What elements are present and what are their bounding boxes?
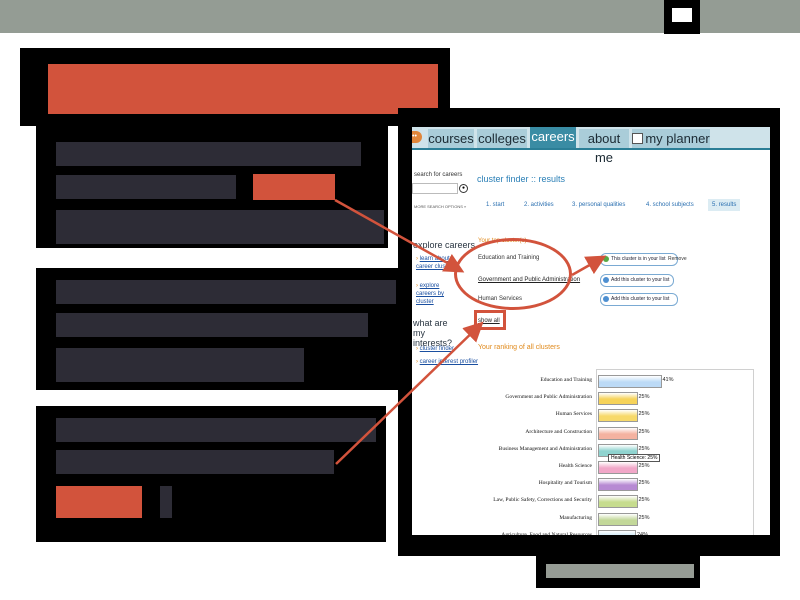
text-line-2 — [56, 175, 236, 199]
check-icon — [603, 256, 609, 262]
step-school-subjects[interactable]: 4. school subjects — [646, 202, 694, 208]
chart-bar[interactable] — [598, 426, 638, 440]
explore-heading: explore careers — [413, 240, 476, 250]
chart-value-label: 25% — [638, 514, 650, 521]
tab-about-me[interactable]: about me — [579, 129, 629, 165]
add-cluster-label-2: Add this cluster to your list — [611, 296, 670, 302]
home-orb-icon[interactable]: •• — [412, 131, 422, 143]
footer-bar-inner — [546, 564, 694, 578]
chart-bar[interactable] — [598, 495, 638, 509]
sidebar-link-cluster-finder-label: cluster finder — [419, 346, 455, 352]
tab-my-planner[interactable]: my planner — [632, 129, 710, 148]
show-all-link[interactable]: show all — [478, 318, 500, 324]
show-all-highlight — [474, 310, 506, 330]
chart-category-label: Architecture and Construction — [525, 428, 592, 435]
highlight-word-1 — [253, 174, 335, 200]
text-line-9 — [160, 486, 172, 518]
ranking-heading: Your ranking of all clusters — [478, 344, 560, 351]
text-line-1 — [56, 142, 361, 166]
page-title: cluster finder :: results — [477, 174, 566, 184]
add-cluster-button-2[interactable]: Add this cluster to your list — [600, 293, 678, 306]
chart-bar[interactable] — [598, 512, 638, 526]
chart-bar[interactable] — [598, 461, 638, 474]
sidebar-link-cluster-finder[interactable]: › cluster finder — [416, 345, 454, 353]
sidebar-link-explore-by-cluster[interactable]: › explore careers by cluster — [416, 282, 456, 306]
chevron-right-icon: › — [416, 346, 418, 352]
chart-value-label: 25% — [638, 411, 650, 418]
step-start[interactable]: 1. start — [486, 202, 505, 208]
chart-category-label: Health Science — [558, 463, 592, 469]
chart-category-label: Agriculture, Food and Natural Resources — [501, 531, 592, 535]
text-line-3 — [56, 210, 384, 244]
slide-number-box-inner — [672, 8, 692, 22]
chart-category-label: Business Management and Administration — [498, 445, 592, 452]
chart-category-label: Education and Training — [540, 377, 592, 383]
chevron-right-icon: › — [416, 359, 418, 365]
text-line-5 — [56, 313, 368, 337]
footer-bar — [536, 556, 700, 588]
chart-category-label: Law, Public Safety, Corrections and Secu… — [493, 497, 592, 504]
chart-value-label: 25% — [638, 497, 650, 504]
interests-heading: what are my interests? — [413, 318, 453, 348]
step-activities[interactable]: 2. activities — [524, 202, 554, 208]
tab-careers[interactable]: careers — [530, 127, 576, 148]
add-cluster-label-1: Add this cluster to your list — [611, 277, 670, 283]
title-block — [48, 64, 438, 114]
chart-tooltip: Health Science: 25% — [608, 454, 661, 462]
text-line-8 — [56, 450, 334, 474]
planner-icon — [632, 133, 644, 144]
chart-category-label: Human Services — [555, 411, 592, 418]
chevron-right-icon: › — [416, 283, 418, 289]
slide-number-box — [664, 0, 700, 34]
sidebar-link-learn-clusters[interactable]: › learn about career clusters — [416, 255, 456, 271]
text-line-4 — [56, 280, 396, 304]
chart-bar[interactable] — [598, 529, 636, 535]
add-icon — [603, 277, 609, 283]
chart-bar[interactable] — [598, 392, 638, 406]
highlight-word-2 — [56, 486, 142, 518]
go-icon[interactable]: ● — [459, 184, 468, 193]
cluster-in-list-pill: This cluster is in your list — [600, 253, 678, 266]
step-personal-qualities[interactable]: 3. personal qualities — [572, 202, 626, 208]
search-label: search for careers — [414, 172, 463, 178]
sidebar-link-learn-clusters-label: learn about career clusters — [416, 256, 456, 270]
tab-colleges[interactable]: colleges — [477, 129, 527, 148]
chart-value-label: 25% — [638, 480, 650, 487]
chart-category-label: Hospitality and Tourism — [538, 480, 592, 487]
sidebar-link-interest-profiler[interactable]: › career interest profiler — [416, 358, 478, 366]
nav-tabs: •• courses colleges careers about me my … — [412, 127, 770, 165]
chart-value-label: 25% — [638, 445, 650, 452]
career-site-screenshot: •• courses colleges careers about me my … — [412, 127, 770, 535]
sidebar-link-explore-by-cluster-label: explore careers by cluster — [416, 283, 445, 305]
top-clusters-highlight — [454, 238, 572, 310]
search-input[interactable] — [412, 183, 458, 194]
advanced-search-link[interactable]: MORE SEARCH OPTIONS » — [414, 204, 467, 209]
chart-bar[interactable] — [598, 478, 638, 492]
tab-my-planner-label: my planner — [645, 131, 710, 146]
step-results[interactable]: 5. results — [708, 199, 741, 211]
chevron-right-icon: › — [416, 256, 418, 262]
tab-courses[interactable]: courses — [428, 129, 474, 148]
chart-category-label: Manufacturing — [559, 514, 592, 521]
add-icon — [603, 296, 609, 302]
text-line-6 — [56, 348, 304, 382]
chart-value-label: 41% — [662, 377, 674, 383]
cluster-in-list-label: This cluster is in your list — [611, 256, 666, 262]
chart-value-label: 25% — [638, 394, 650, 401]
text-line-7 — [56, 418, 376, 442]
chart-bar[interactable] — [598, 409, 638, 423]
chart-value-label: 25% — [638, 428, 650, 435]
sidebar-link-interest-profiler-label: career interest profiler — [419, 359, 479, 365]
remove-link[interactable]: Remove — [668, 256, 687, 262]
chart-bar[interactable] — [598, 375, 662, 388]
chart-category-label: Government and Public Administration — [505, 394, 592, 401]
chart-value-label: 24% — [637, 531, 649, 535]
add-cluster-button-1[interactable]: Add this cluster to your list — [600, 274, 674, 287]
chart-value-label: 25% — [638, 463, 650, 469]
